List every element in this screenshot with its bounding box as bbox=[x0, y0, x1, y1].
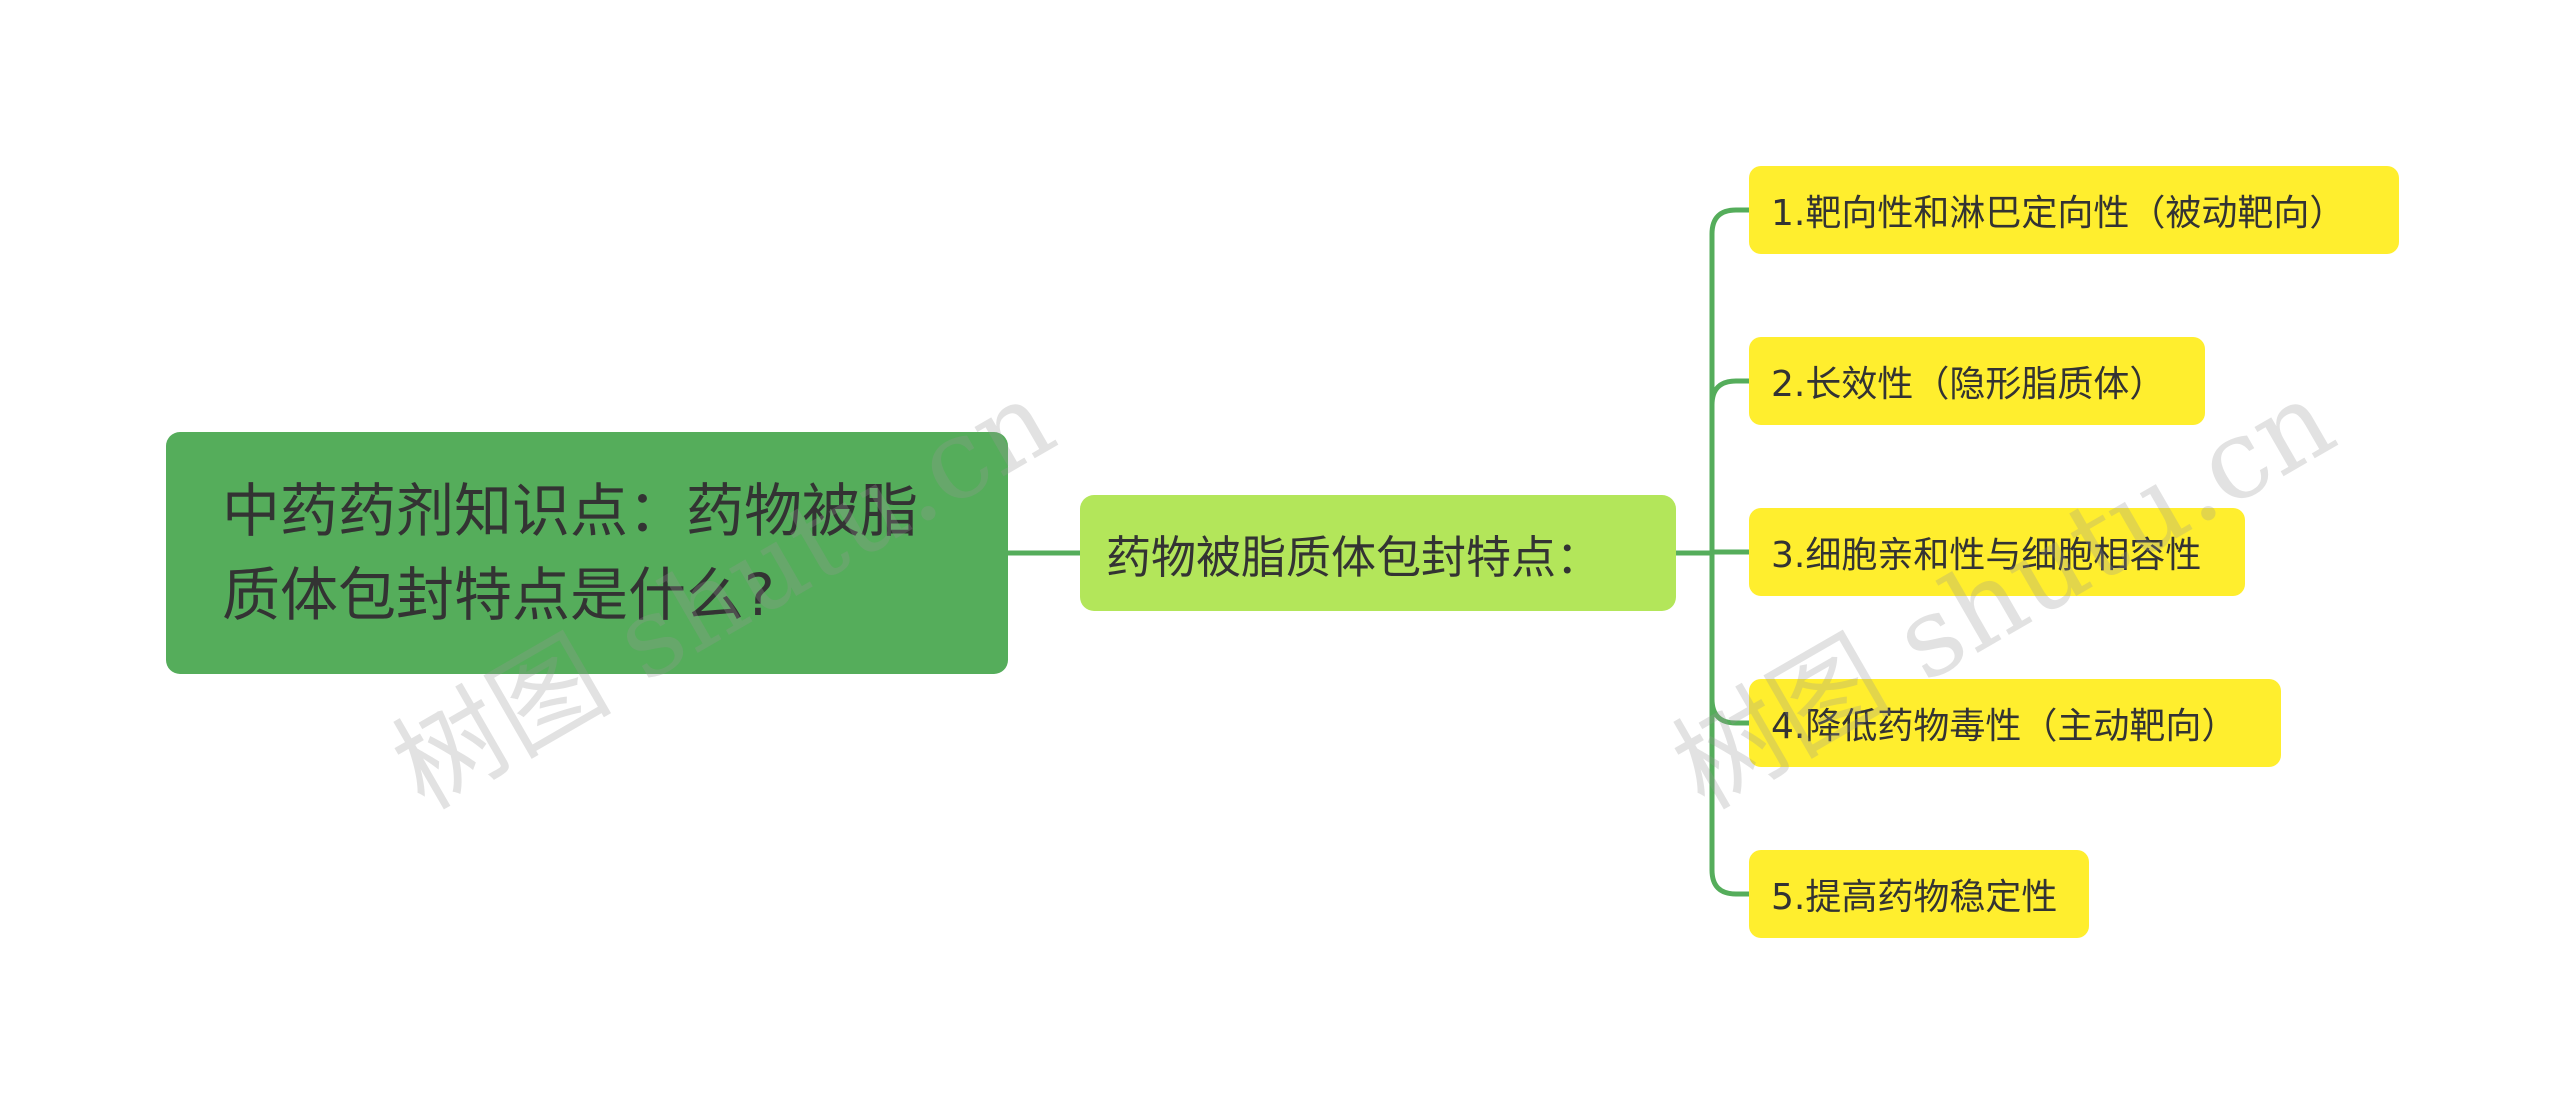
leaf-node-label: 2.长效性（隐形脂质体） bbox=[1771, 364, 2166, 405]
leaf-node-5[interactable]: 5.提高药物稳定性 bbox=[1749, 850, 2089, 938]
leaf-node-3[interactable]: 3.细胞亲和性与细胞相容性 bbox=[1749, 508, 2245, 596]
branch-node[interactable]: 药物被脂质体包封特点： bbox=[1080, 495, 1676, 611]
leaf-node-label: 5.提高药物稳定性 bbox=[1771, 877, 2058, 918]
root-node[interactable]: 中药药剂知识点：药物被脂质体包封特点是什么? bbox=[166, 432, 1008, 674]
leaf-node-2[interactable]: 2.长效性（隐形脂质体） bbox=[1749, 337, 2205, 425]
leaf-node-label: 1.靶向性和淋巴定向性（被动靶向） bbox=[1771, 193, 2346, 234]
leaf-node-1[interactable]: 1.靶向性和淋巴定向性（被动靶向） bbox=[1749, 166, 2399, 254]
branch-node-label: 药物被脂质体包封特点： bbox=[1106, 530, 1602, 584]
leaf-4-connector bbox=[1709, 698, 1749, 726]
leaf-2-connector bbox=[1709, 378, 1749, 406]
leaf-node-label: 3.细胞亲和性与细胞相容性 bbox=[1771, 535, 2202, 576]
root-node-label: 中药药剂知识点：药物被脂质体包封特点是什么? bbox=[222, 477, 919, 629]
leaf-node-label: 4.降低药物毒性（主动靶向） bbox=[1771, 706, 2238, 747]
leaf-node-4[interactable]: 4.降低药物毒性（主动靶向） bbox=[1749, 679, 2281, 767]
